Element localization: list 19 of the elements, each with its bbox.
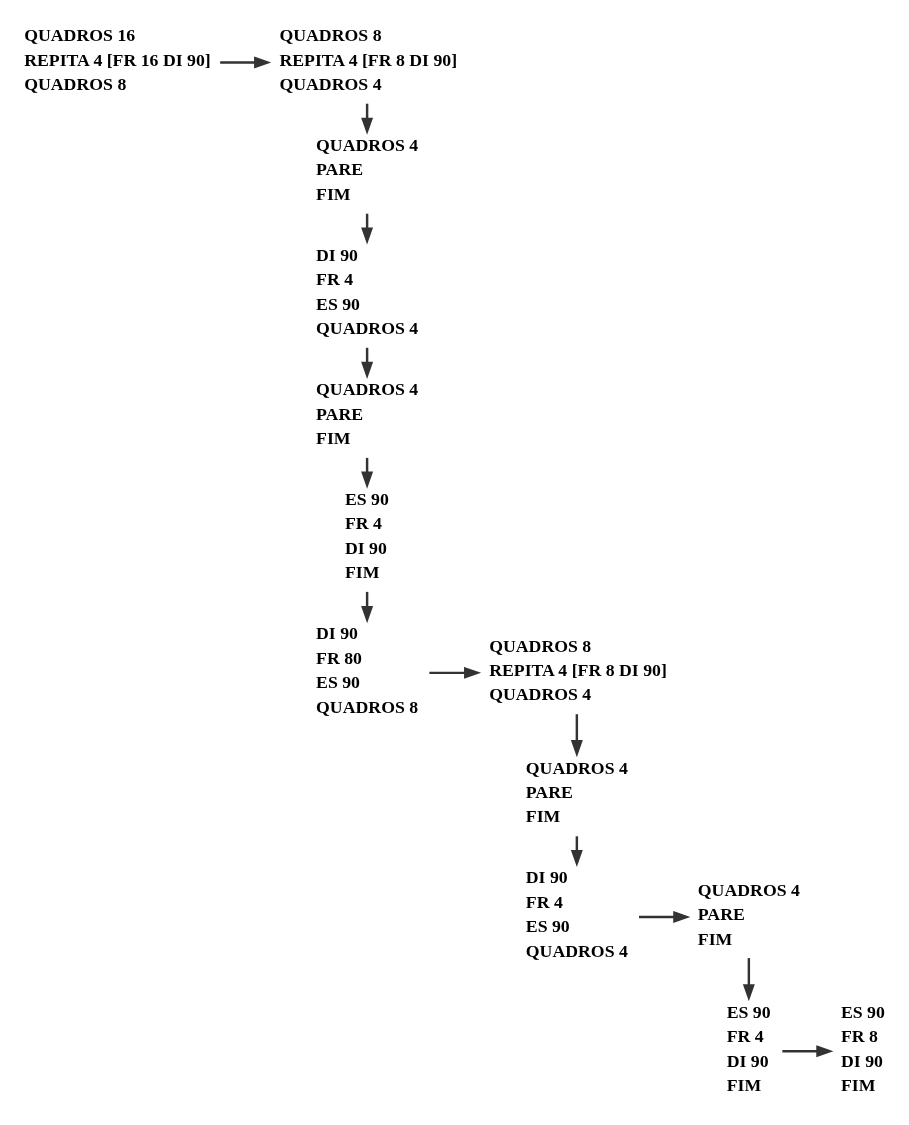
arrow <box>742 957 755 1001</box>
arrow <box>220 56 272 68</box>
node-text: QUADROS 4 PARE FIM <box>525 757 628 826</box>
node-text: QUADROS 16 REPITA 4 [FR 16 DI 90] QUADROS 8 <box>24 24 211 94</box>
node-text: ES 90 FR 4 DI 90 FIM <box>726 1001 771 1095</box>
node-text: DI 90 FR 80 ES 90 QUADROS 8 <box>316 622 419 717</box>
node-text: QUADROS 4 PARE FIM <box>697 879 800 949</box>
arrow <box>782 1044 834 1057</box>
arrow <box>570 713 583 757</box>
node-text: QUADROS 8 REPITA 4 [FR 8 DI 90] QUADROS 4 <box>279 24 458 94</box>
arrow <box>429 666 482 679</box>
node-text: DI 90 FR 4 ES 90 QUADROS 4 <box>525 867 628 961</box>
arrow <box>639 910 691 923</box>
node-text: ES 90 FR 8 DI 90 FIM <box>840 1001 885 1095</box>
node-text: ES 90 FR 4 DI 90 FIM <box>344 488 389 582</box>
node-text: QUADROS 8 REPITA 4 [FR 8 DI 90] QUADROS 4 <box>489 635 667 704</box>
node-text: QUADROS 4 PARE FIM <box>316 378 419 448</box>
node-text: QUADROS 4 PARE FIM <box>316 134 419 204</box>
node-text: DI 90 FR 4 ES 90 QUADROS 4 <box>316 244 419 338</box>
